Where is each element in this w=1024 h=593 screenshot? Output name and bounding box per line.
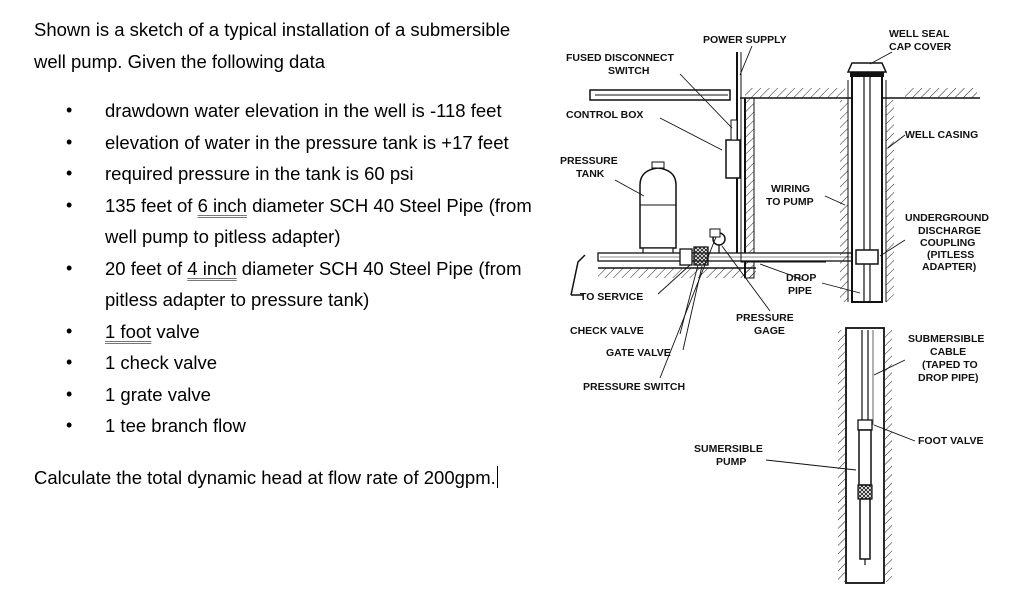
label-switch: SWITCH xyxy=(608,65,649,77)
label-wiring: WIRING xyxy=(771,183,810,195)
label-cable: CABLE xyxy=(930,346,966,358)
discharge-pipe xyxy=(597,252,869,262)
label-to-service: TO SERVICE xyxy=(580,291,643,303)
label-check-valve: CHECK VALVE xyxy=(570,325,644,337)
well-seal-cap xyxy=(846,62,888,77)
well-pump-diagram: POWER SUPPLY WELL SEAL CAP COVER FUSED D… xyxy=(560,28,989,584)
leader-lines xyxy=(614,45,916,471)
basement-wall xyxy=(744,97,755,279)
label-drop-pipe: DROP PIPE) xyxy=(918,372,979,384)
label-submersible: SUBMERSIBLE xyxy=(908,333,984,345)
question-text[interactable]: Calculate the total dynamic head at flow… xyxy=(34,462,534,494)
label-pressure-switch: PRESSURE SWITCH xyxy=(583,381,685,393)
label-underground: UNDERGROUND xyxy=(905,212,989,224)
pressure-switch xyxy=(709,228,721,238)
label-sumersible: SUMERSIBLE xyxy=(694,443,763,455)
label-taped-to: (TAPED TO xyxy=(922,359,978,371)
list-item: 135 feet of 6 inch diameter SCH 40 Steel… xyxy=(34,190,534,253)
well-casing xyxy=(840,67,894,303)
foot-valve xyxy=(857,419,873,431)
list-item: 1 check valve xyxy=(34,347,534,379)
intro-text: Shown is a sketch of a typical installat… xyxy=(34,19,511,72)
list-item: required pressure in the tank is 60 psi xyxy=(34,158,534,190)
text-cursor xyxy=(496,465,499,488)
label-pressure-gage: PRESSURE xyxy=(736,312,794,324)
label-tank: TANK xyxy=(576,168,605,180)
list-item: elevation of water in the pressure tank … xyxy=(34,127,534,159)
basement-floor xyxy=(598,267,756,278)
label-cap-cover: CAP COVER xyxy=(889,41,952,53)
label-control-box: CONTROL BOX xyxy=(566,109,643,121)
label-power-supply: POWER SUPPLY xyxy=(703,34,787,46)
check-valve xyxy=(679,248,693,266)
list-item: 1 grate valve xyxy=(34,379,534,411)
submersible-pump xyxy=(857,429,873,565)
pitless-adapter xyxy=(855,249,879,265)
problem-text: Shown is a sketch of a typical installat… xyxy=(34,14,534,493)
fused-disconnect-switch xyxy=(589,89,731,101)
label-well-casing: WELL CASING xyxy=(905,129,978,141)
list-item: 20 feet of 4 inch diameter SCH 40 Steel … xyxy=(34,253,534,316)
diagram-labels: POWER SUPPLY WELL SEAL CAP COVER FUSED D… xyxy=(560,28,989,468)
label-pipe: PIPE xyxy=(788,285,812,297)
label-fused-disconnect: FUSED DISCONNECT xyxy=(566,52,675,64)
wiring-to-pump xyxy=(740,178,826,263)
service-pipe xyxy=(570,254,586,296)
control-box xyxy=(725,119,741,179)
label-gage: GAGE xyxy=(754,325,785,337)
list-item: drawdown water elevation in the well is … xyxy=(34,95,534,127)
label-pitless: (PITLESS xyxy=(927,249,974,261)
data-list: drawdown water elevation in the well is … xyxy=(34,95,534,442)
list-item: 1 tee branch flow xyxy=(34,410,534,442)
label-discharge: DISCHARGE xyxy=(918,225,981,237)
list-item: 1 foot valve xyxy=(34,316,534,348)
label-pump: PUMP xyxy=(716,456,746,468)
label-gate-valve: GATE VALVE xyxy=(606,347,671,359)
label-adapter: ADAPTER) xyxy=(922,261,976,273)
pressure-tank xyxy=(639,161,677,257)
label-pressure-tank: PRESSURE xyxy=(560,155,618,167)
label-drop: DROP xyxy=(786,272,816,284)
label-to-pump: TO PUMP xyxy=(766,196,814,208)
label-well-seal: WELL SEAL xyxy=(889,28,950,40)
label-coupling: COUPLING xyxy=(920,237,975,249)
label-foot-valve: FOOT VALVE xyxy=(918,435,984,447)
